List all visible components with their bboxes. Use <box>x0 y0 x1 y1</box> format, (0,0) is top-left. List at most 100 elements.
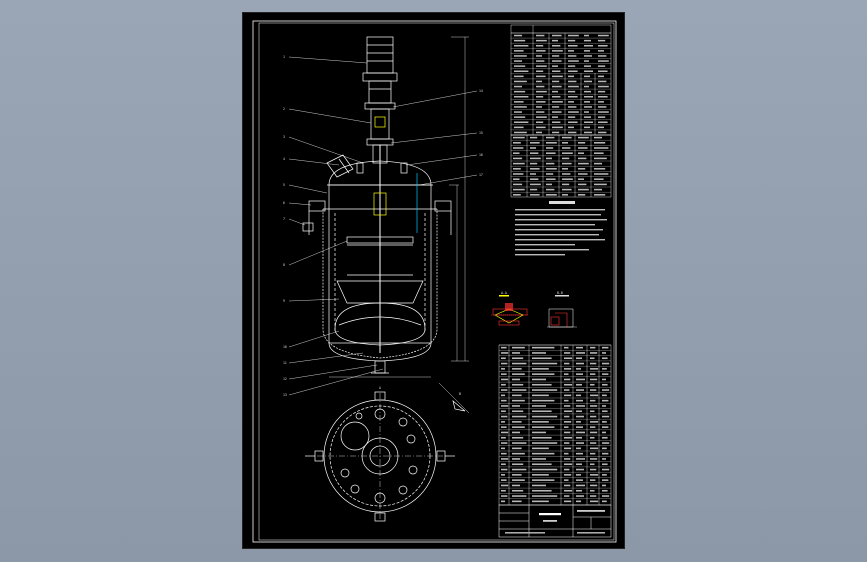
table-cell-text <box>568 90 576 93</box>
table-cell-text <box>602 405 606 407</box>
table-cell-text <box>602 373 609 375</box>
table-cell-text <box>514 111 522 113</box>
table-cell-text <box>532 442 558 444</box>
balloon-label: 10 <box>283 345 287 349</box>
table-cell-text <box>590 431 598 434</box>
table-cell-text <box>512 474 522 476</box>
table-cell-text <box>564 362 570 365</box>
table-cell-text <box>501 383 506 386</box>
table-cell-text <box>568 50 574 52</box>
table-cell-text <box>594 157 607 160</box>
table-cell-text <box>552 85 562 88</box>
balloon-label: 1 <box>283 55 285 59</box>
table-cell-text <box>552 60 562 62</box>
table-cell-text <box>576 447 581 450</box>
table-cell-text <box>514 50 524 52</box>
table-cell-text <box>564 463 573 466</box>
table-cell-text <box>564 352 571 354</box>
table-cell-text <box>530 157 541 160</box>
table-cell-text <box>501 346 507 349</box>
table-cell-text <box>564 394 572 397</box>
table-cell-text <box>532 394 549 397</box>
table-cell-text <box>598 116 606 118</box>
table-cell-text <box>590 436 595 439</box>
table-cell-text <box>584 39 591 42</box>
table-cell-text <box>598 126 604 129</box>
table-cell-text <box>514 131 527 134</box>
table-cell-text <box>514 101 524 103</box>
table-cell-text <box>576 362 584 365</box>
table-cell-text <box>552 90 558 93</box>
balloon-label: 15 <box>479 131 483 135</box>
table-cell-text <box>598 75 604 78</box>
table-cell-text <box>564 368 572 370</box>
table-cell-text <box>590 368 599 370</box>
table-cell-text <box>564 389 570 391</box>
table-cell-text <box>501 410 506 413</box>
table-cell-text <box>564 468 570 471</box>
table-cell-text <box>562 173 571 175</box>
table-cell-text <box>536 116 547 118</box>
jacket <box>322 209 438 359</box>
table-cell-text <box>602 489 608 492</box>
table-cell-text <box>576 410 582 413</box>
table-cell-text <box>602 426 609 428</box>
table-cell-text <box>532 399 555 402</box>
table-cell-text <box>584 116 591 118</box>
table-cell-text <box>501 463 506 466</box>
table-cell-text <box>512 415 527 418</box>
table-cell-text <box>568 126 574 129</box>
table-cell-text <box>564 474 572 476</box>
table-cell-text <box>602 357 608 360</box>
table-cell-text <box>532 500 549 503</box>
table-cell-text <box>590 458 598 460</box>
table-cell-text <box>564 373 569 375</box>
table-cell-text <box>578 142 586 144</box>
nozzle-table <box>510 134 612 198</box>
table-cell-text <box>501 378 509 381</box>
table-cell-text <box>513 194 521 196</box>
table-cell-text <box>501 442 508 444</box>
table-cell-text <box>568 116 576 118</box>
table-cell-text <box>602 378 606 381</box>
table-cell-text <box>594 147 609 149</box>
table-cell-text <box>576 495 584 497</box>
table-cell-text <box>512 495 527 497</box>
balloon-label: 9 <box>283 299 285 303</box>
table-cell-text <box>513 147 524 149</box>
table-cell-text <box>590 474 599 476</box>
table-cell-text <box>598 85 609 88</box>
table-cell-text <box>568 85 579 88</box>
title-block-fill <box>505 510 605 534</box>
table-cell-text <box>564 426 569 428</box>
table-cell-text <box>501 394 505 397</box>
table-cell-text <box>513 152 520 154</box>
table-cell-text <box>546 178 556 180</box>
table-cell-text <box>598 65 606 67</box>
table-cell-text <box>598 80 607 83</box>
table-cell-text <box>590 452 596 455</box>
vessel-plan-view <box>305 382 470 522</box>
table-cell-text <box>536 80 542 83</box>
table-cell-text <box>590 463 595 466</box>
table-cell-text <box>552 34 562 37</box>
table-cell-text <box>602 383 608 386</box>
table-cell-text <box>598 39 606 42</box>
table-cell-text <box>532 368 549 370</box>
table-cell-text <box>513 168 521 170</box>
table-cell-text <box>514 34 522 37</box>
detail-view-b <box>547 295 577 328</box>
table-cell-text <box>590 378 598 381</box>
table-cell-text <box>532 405 546 407</box>
balloon-label: 12 <box>283 377 287 381</box>
table-cell-text <box>512 489 524 492</box>
table-cell-text <box>578 183 587 186</box>
drawing-sheet[interactable]: 1 2 3 4 5 6 7 8 9 10 11 12 13 14 15 16 1… <box>243 13 624 548</box>
table-cell-text <box>532 489 552 492</box>
table-cell-text <box>512 346 525 349</box>
table-cell-text <box>536 44 544 47</box>
table-cell-text <box>594 162 602 165</box>
table-cell-text <box>552 121 561 124</box>
table-cell-text <box>594 173 609 175</box>
table-cell-text <box>546 152 556 154</box>
